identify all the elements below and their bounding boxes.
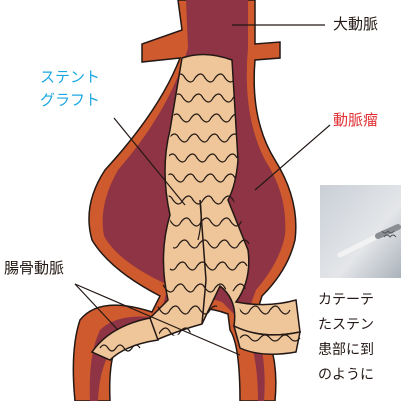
- label-stent-graft: ステント グラフト: [40, 66, 100, 112]
- caption-line: カテーテ: [318, 288, 401, 313]
- label-aneurysm: 動脈瘤: [333, 110, 378, 130]
- label-aorta: 大動脈: [333, 14, 378, 34]
- label-iliac-artery: 腸骨動脈: [4, 258, 64, 278]
- catheter-photo: [320, 185, 401, 278]
- label-stent-graft-line1: ステント: [40, 66, 100, 89]
- caption-line: たステン: [318, 313, 401, 338]
- caption-line: 患部に到: [318, 338, 401, 363]
- photo-caption: カテーテ たステン 患部に到 のように: [318, 288, 401, 388]
- label-stent-graft-line2: グラフト: [40, 89, 100, 112]
- caption-line: のように: [318, 363, 401, 388]
